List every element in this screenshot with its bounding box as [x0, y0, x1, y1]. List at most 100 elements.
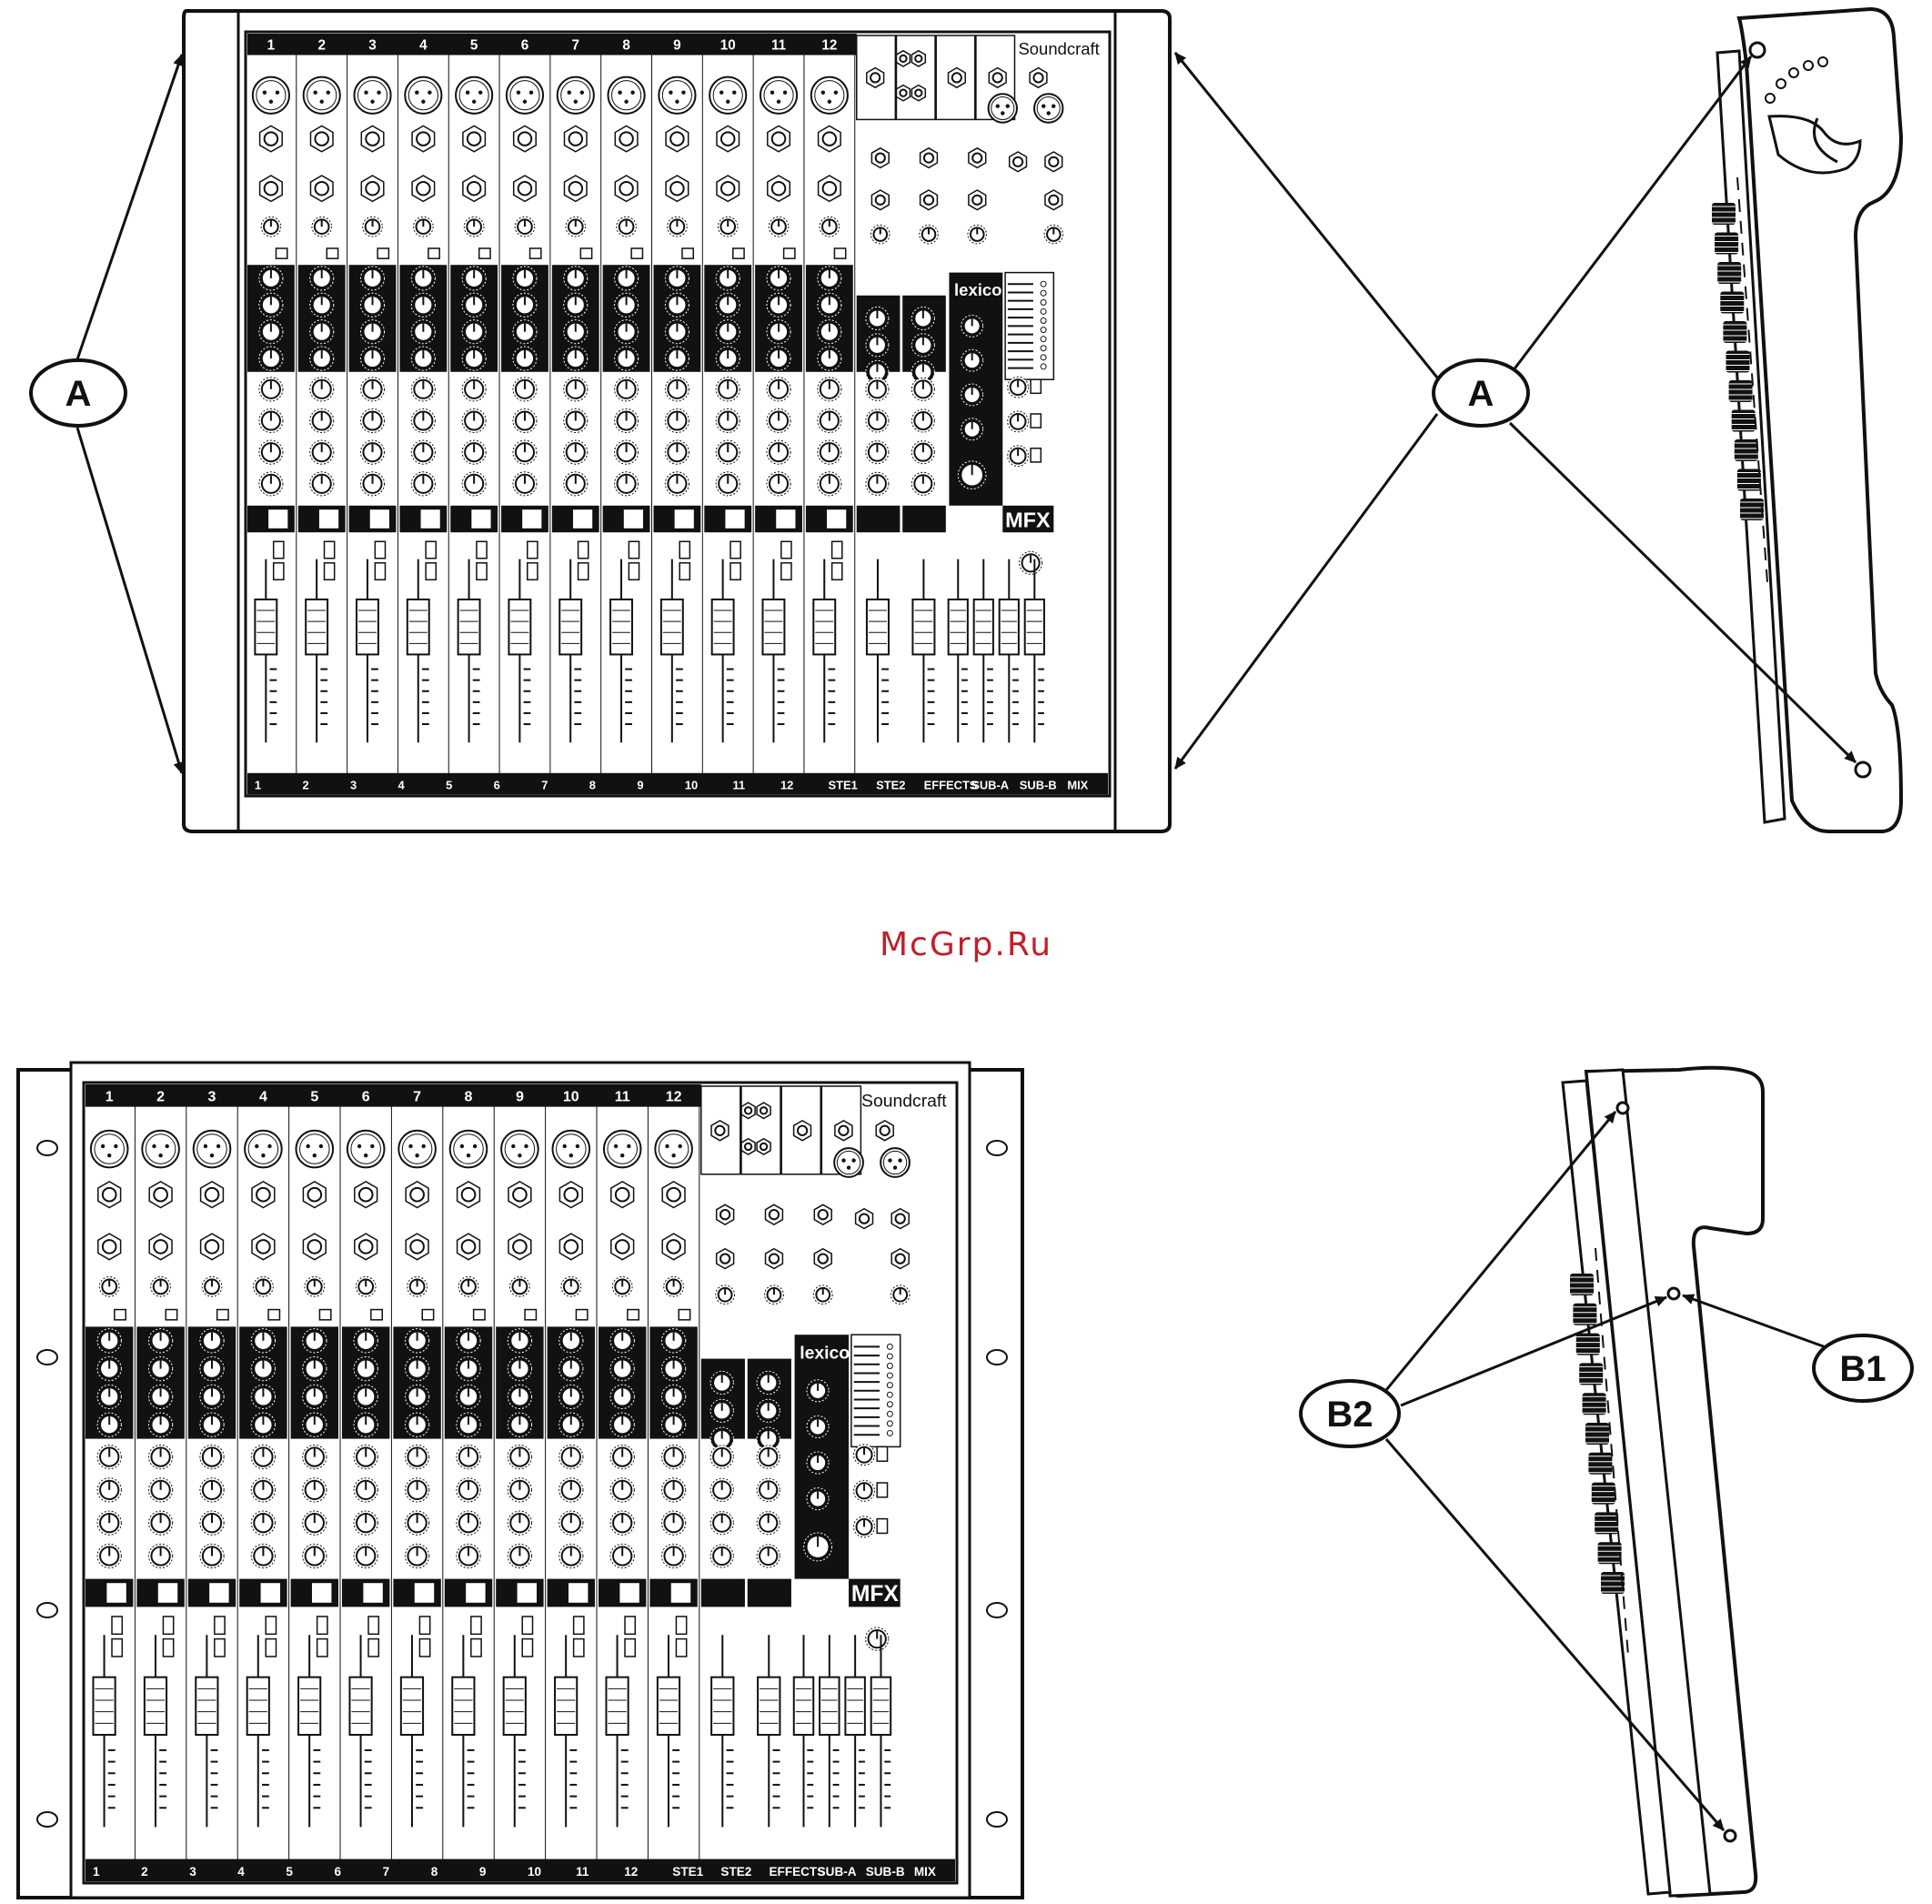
knob-icon [508, 1478, 531, 1502]
knob-icon [303, 1511, 327, 1535]
channel-number-label: 10 [720, 38, 736, 54]
knob-icon [251, 1511, 275, 1535]
knob-icon [508, 1356, 531, 1380]
jack-socket-icon [794, 1121, 811, 1141]
led-indicator [887, 1354, 892, 1359]
knob-icon [405, 1329, 428, 1353]
switch-button [576, 1310, 587, 1320]
led-indicator [1041, 290, 1046, 296]
knob-icon [310, 440, 334, 464]
mixer-side-profile-desktop [1712, 9, 1901, 831]
jack-socket-icon [565, 126, 588, 151]
knob-icon [665, 378, 689, 401]
knob-icon [97, 1329, 121, 1353]
knob-icon [354, 1511, 377, 1535]
knob-icon [462, 408, 486, 432]
knob-icon [866, 472, 889, 495]
routing-button [325, 563, 335, 579]
jack-socket-icon [149, 1234, 172, 1260]
knob-icon [405, 1511, 428, 1535]
knob-icon [251, 1478, 275, 1502]
channel-label: 1 [255, 778, 261, 791]
knob-icon [200, 1413, 224, 1436]
fader-cap [867, 599, 889, 654]
routing-button [317, 1617, 327, 1634]
routing-button [112, 1617, 122, 1634]
jack-socket-icon [149, 1182, 172, 1208]
jack-socket-icon [303, 1182, 326, 1208]
jack-socket-icon [611, 1234, 634, 1260]
knob-icon [148, 1511, 172, 1535]
knob-icon [665, 347, 689, 370]
switch-button [631, 248, 642, 258]
jack-socket-icon [666, 176, 689, 201]
jack-socket-icon [311, 126, 334, 151]
mute-button [312, 1583, 331, 1603]
knob-icon [360, 347, 384, 370]
fader-cap [349, 1677, 371, 1735]
knob-icon [961, 384, 983, 406]
switch-button [733, 248, 744, 258]
channel-number-label: 9 [673, 38, 681, 54]
jack-socket-icon [766, 1249, 783, 1269]
xlr-socket-icon [501, 1131, 538, 1168]
jack-socket-icon [565, 176, 588, 201]
knob-icon [200, 1478, 224, 1502]
routing-button [274, 563, 284, 579]
routing-button [832, 541, 842, 558]
mute-button [158, 1583, 177, 1603]
knob-icon [668, 217, 688, 237]
channel-label: 3 [350, 778, 357, 791]
knob-icon [202, 1277, 222, 1297]
knob-icon [911, 378, 934, 400]
knob-icon [363, 217, 383, 237]
jack-socket-icon [1010, 152, 1027, 172]
routing-button [419, 1639, 429, 1657]
routing-button [266, 1617, 276, 1634]
knob-icon [411, 440, 435, 464]
knob-icon [665, 267, 689, 290]
knob-icon [458, 1277, 478, 1297]
fader-cap [758, 1677, 780, 1735]
channel-label: 9 [479, 1865, 487, 1879]
routing-button [274, 541, 284, 558]
routing-button [163, 1617, 173, 1634]
callout-a-right: A [1434, 360, 1528, 426]
knob-icon [508, 1511, 531, 1535]
knob-icon [665, 320, 689, 344]
knob-icon [854, 1480, 875, 1501]
knob-icon [661, 1478, 685, 1502]
mixer-side-profile-rack [1563, 1068, 1763, 1896]
fader-cap [871, 1677, 891, 1735]
knob-icon [303, 1544, 327, 1567]
led-indicator [887, 1344, 892, 1349]
knob-icon [615, 472, 639, 496]
callout-b2-label: B2 [1326, 1395, 1373, 1435]
fader-cap [247, 1677, 269, 1735]
knob-icon [97, 1413, 121, 1436]
led-indicator [887, 1373, 892, 1378]
knob-icon [356, 1277, 376, 1297]
routing-button [317, 1639, 327, 1657]
knob-icon [354, 1445, 377, 1468]
brand-logo-text: Soundcraft [1018, 39, 1099, 58]
knob-icon [757, 1446, 780, 1468]
rack-mount-hole-icon [987, 1603, 1007, 1617]
xlr-socket-icon [194, 1131, 231, 1168]
jack-socket-icon [717, 1249, 734, 1269]
jack-socket-icon [98, 1182, 121, 1208]
knob-icon [405, 1385, 428, 1408]
channel-label: SUB-B [866, 1865, 905, 1879]
knob-icon [564, 408, 588, 432]
knob-icon [303, 1413, 327, 1436]
model-badge-label: MFX [1005, 508, 1051, 531]
channel-label: 7 [383, 1865, 390, 1879]
knob-icon [259, 440, 283, 464]
knob-icon [148, 1329, 172, 1353]
routing-button [629, 541, 639, 558]
routing-button [528, 563, 538, 579]
xlr-socket-icon [1034, 94, 1062, 122]
jack-socket-icon [867, 68, 884, 88]
callout-a-left-label: A [65, 374, 92, 414]
knob-icon [513, 378, 537, 401]
